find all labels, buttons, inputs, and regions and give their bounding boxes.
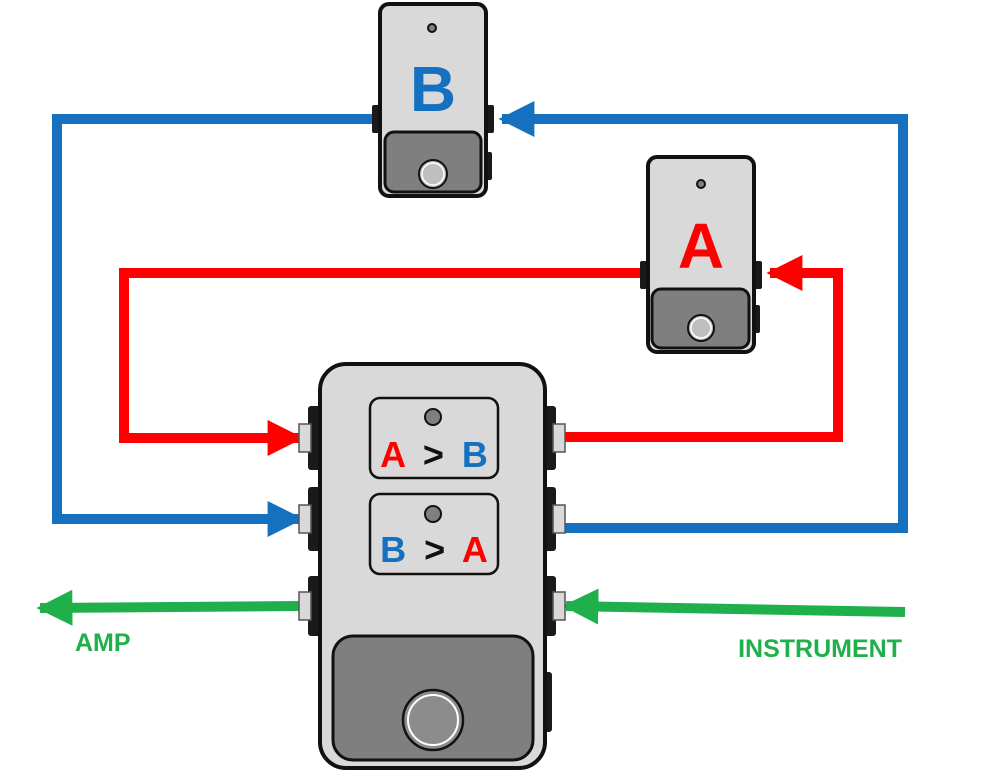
blue-cable-to-pedal-b	[498, 101, 908, 533]
footswitch-button[interactable]	[687, 314, 715, 342]
plug-return-2	[298, 504, 312, 534]
footswitch-button-ring	[421, 162, 445, 186]
loop-1-panel[interactable]	[368, 396, 500, 480]
amp-label: AMP	[75, 629, 131, 657]
pedal-a-letter: A	[678, 210, 724, 282]
plug-send-2	[552, 504, 566, 534]
loop-1-second: B	[462, 434, 488, 475]
led	[427, 23, 437, 33]
instrument-label: INSTRUMENT	[738, 635, 902, 663]
switcher-footswitch-ring	[407, 694, 459, 746]
plug-input	[552, 591, 566, 621]
pedal-b: B	[372, 2, 494, 198]
switcher-footswitch-button[interactable]	[401, 688, 465, 752]
pedal-a: A	[640, 155, 762, 354]
green-cable-amp	[36, 589, 301, 626]
plug-send-1	[552, 423, 566, 453]
loop-1-separator: >	[423, 434, 444, 475]
loop-2-second: A	[462, 529, 488, 570]
green-cable-instrument	[562, 588, 906, 625]
loop-1-led	[424, 408, 442, 426]
plug-output	[298, 591, 312, 621]
red-cable-from-pedal-a	[119, 268, 643, 456]
led	[696, 179, 706, 189]
pedal-b-letter: B	[410, 53, 456, 125]
loop-2-first: B	[380, 529, 406, 570]
loop-switcher-pedal: A > B B > A	[298, 362, 566, 770]
red-cable-to-pedal-a	[560, 255, 843, 442]
loop-2-order: B > A	[380, 529, 488, 570]
loop-2-separator: >	[424, 529, 445, 570]
loop-1-first: A	[380, 434, 406, 475]
footswitch-button-ring	[690, 317, 712, 339]
loop-2-panel[interactable]	[368, 492, 500, 576]
loop-1-order: A > B	[380, 434, 488, 475]
footswitch-button[interactable]	[418, 159, 448, 189]
loop-2-led	[424, 505, 442, 523]
plug-return-1	[298, 423, 312, 453]
blue-cable-from-pedal-b	[52, 114, 372, 537]
